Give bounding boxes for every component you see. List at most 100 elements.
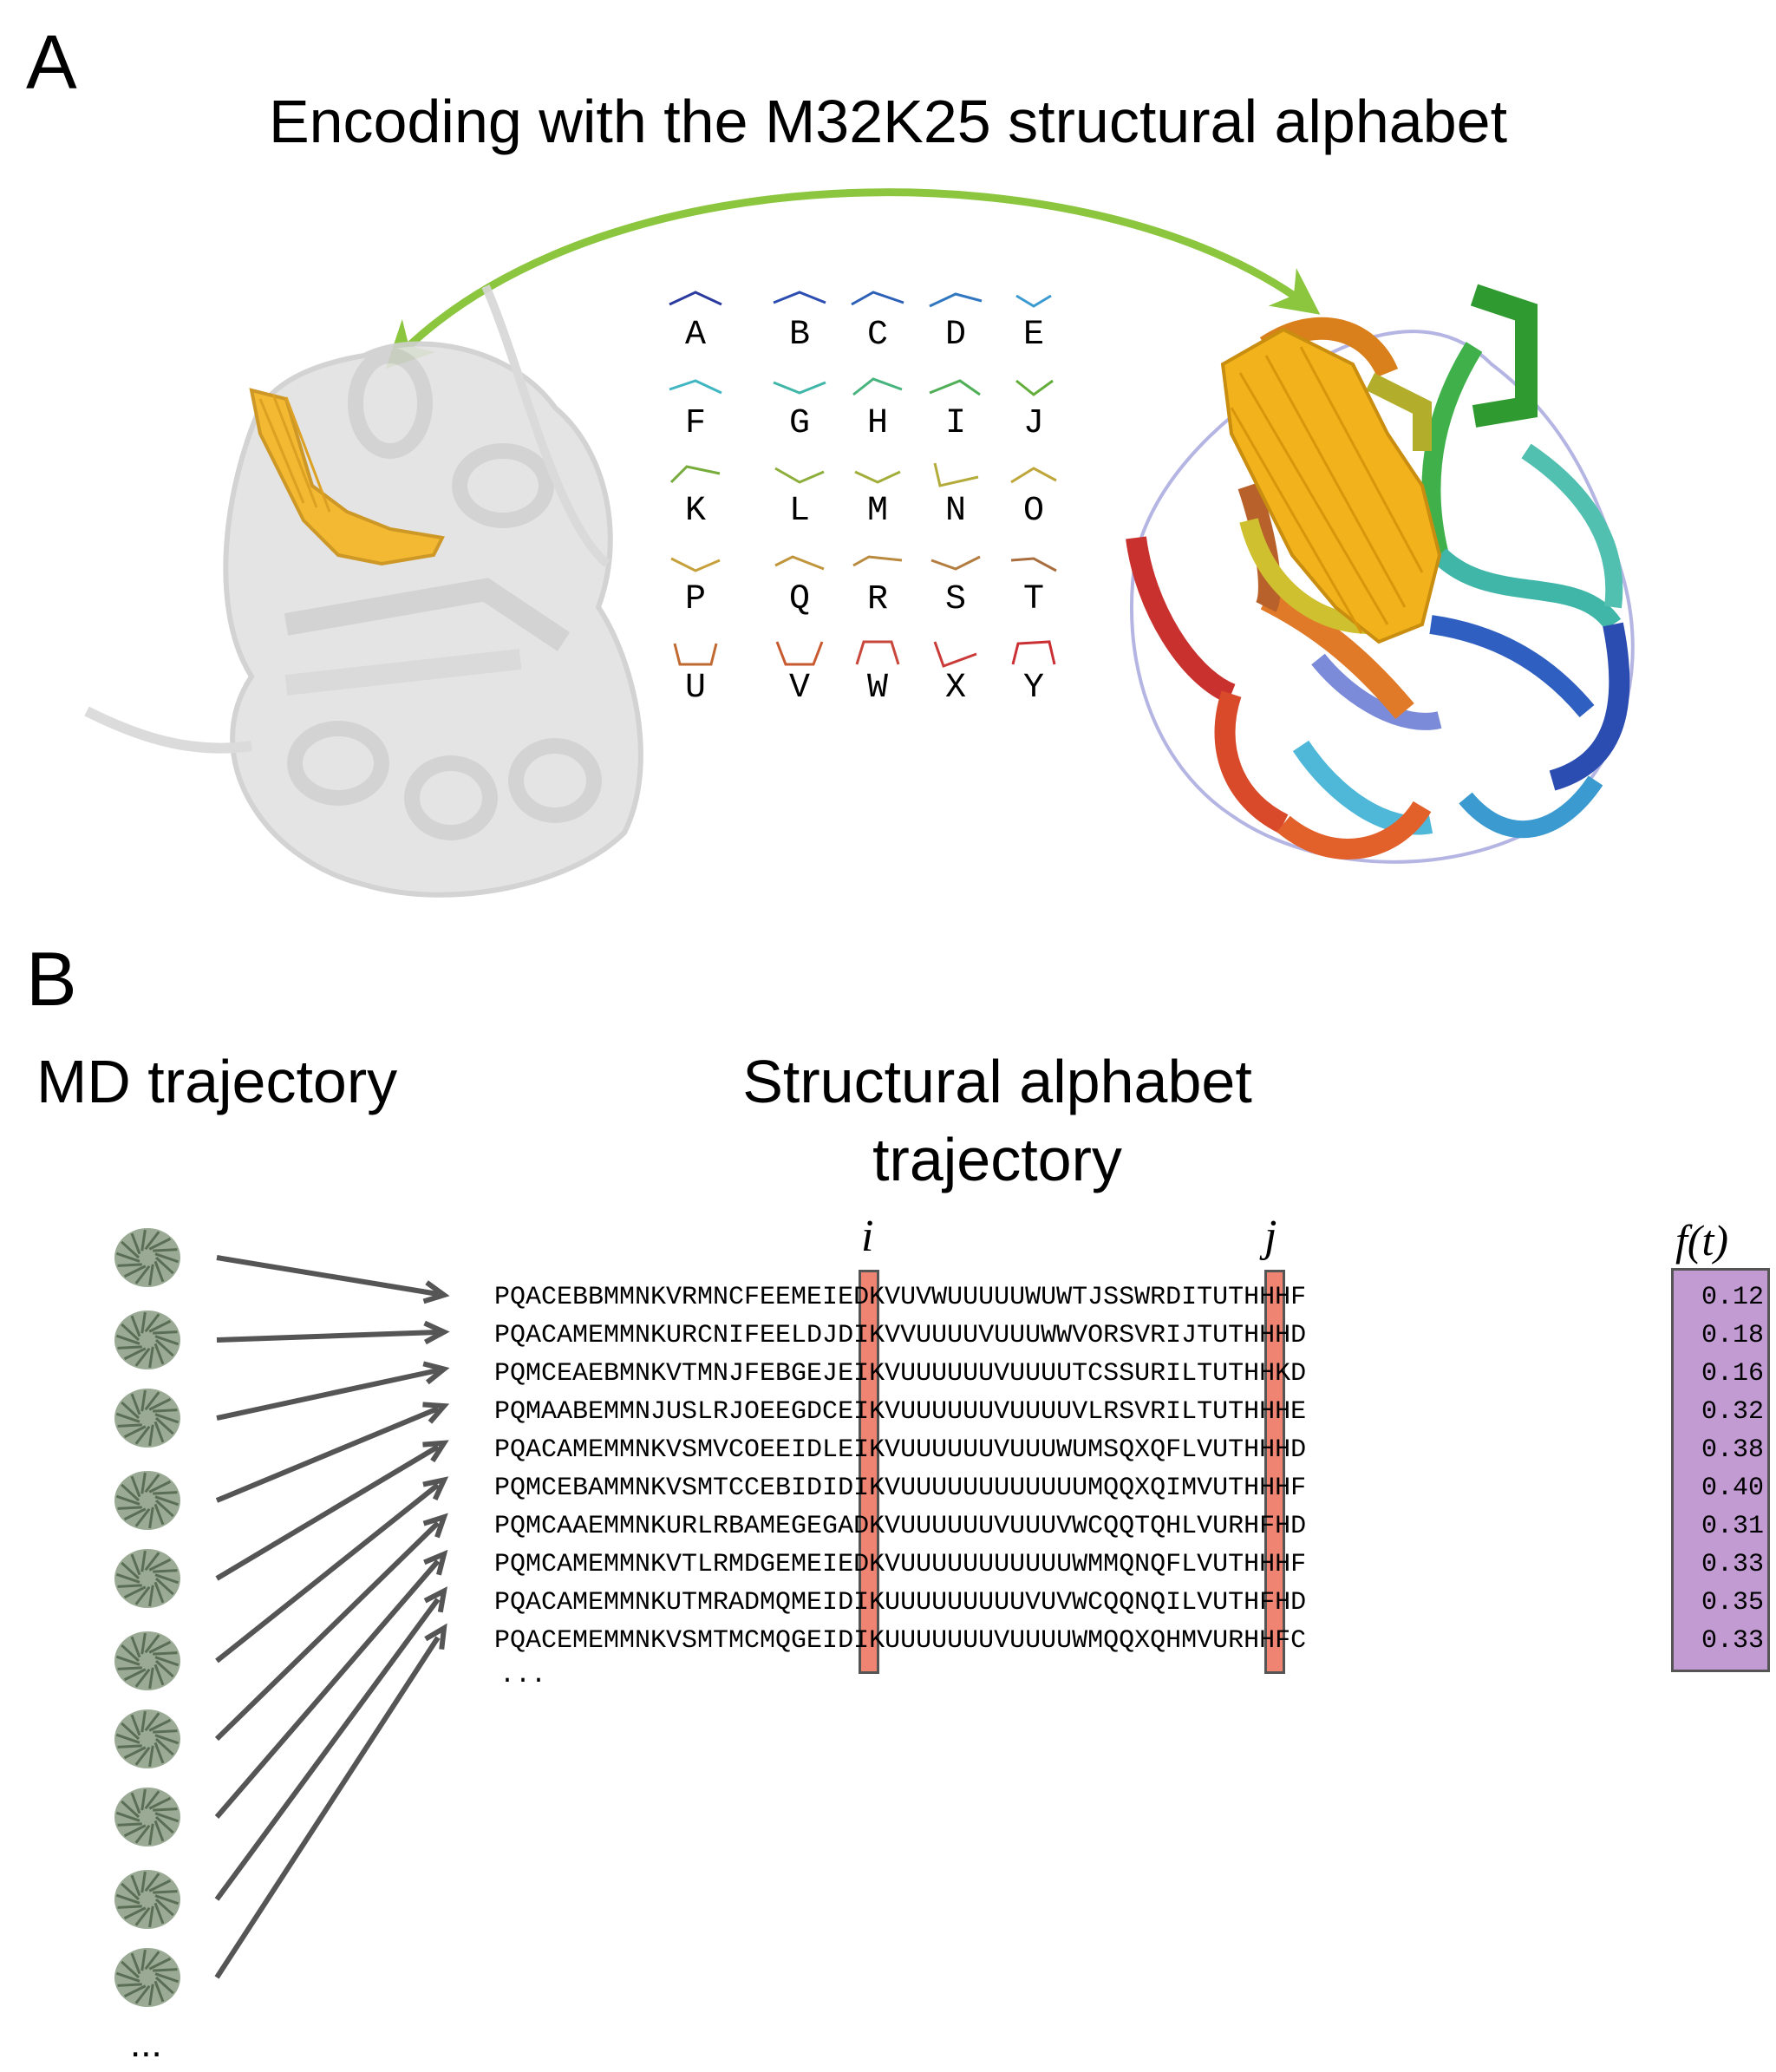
md-arrow xyxy=(216,1255,439,1297)
md-arrow-head xyxy=(424,1623,447,1650)
sequence-row: PQACEMEMMNKVSMTMCMQGEIDIKUUUUUUUVUUUUWMQ… xyxy=(494,1626,1307,1656)
md-structure xyxy=(114,1471,180,1530)
ft-value: 0.40 xyxy=(1701,1474,1764,1503)
ft-header: f(t) xyxy=(1675,1216,1729,1265)
sequence-ellipsis: ... xyxy=(500,1661,547,1690)
md-trajectory-title: MD trajectory xyxy=(36,1048,398,1115)
yellow-segment-right xyxy=(1220,327,1442,644)
alphabet-glyph-v xyxy=(775,641,824,666)
alphabet-letter-d: D xyxy=(944,316,966,355)
md-structure xyxy=(114,1311,180,1369)
ft-value: 0.32 xyxy=(1701,1397,1764,1427)
alphabet-letter-i: I xyxy=(944,404,966,443)
md-arrow xyxy=(216,1330,439,1343)
alphabet-letter-a: A xyxy=(684,316,706,355)
alphabet-letter-q: Q xyxy=(788,580,810,619)
alphabet-glyph-p xyxy=(670,557,721,572)
alphabet-letter-t: T xyxy=(1022,580,1044,619)
md-structure xyxy=(114,1788,180,1846)
column-label-j: j xyxy=(1264,1212,1277,1261)
md-arrow-head xyxy=(423,1586,447,1613)
md-structure xyxy=(114,1870,180,1929)
alphabet-glyph-n xyxy=(933,462,979,487)
md-arrow xyxy=(215,1444,440,1581)
panel-b-label: B xyxy=(26,936,77,1022)
md-arrow-head xyxy=(422,1280,450,1304)
double-arrow xyxy=(385,188,1321,369)
alphabet-glyph-k xyxy=(669,465,721,484)
highlight-column-i xyxy=(859,1270,879,1674)
alphabet-letter-h: H xyxy=(866,404,888,443)
alphabet-glyph-u xyxy=(673,643,718,666)
alphabet-letter-e: E xyxy=(1022,316,1044,355)
sequence-row: PQMCEBAMMNKVSMTCCEBIDIDIKVUUUUUUUUUUUUMQ… xyxy=(494,1474,1307,1503)
protein-cartoon-left xyxy=(84,284,643,898)
sa-trajectory-title-line2: trajectory xyxy=(872,1126,1122,1193)
md-structure xyxy=(114,1389,180,1448)
alphabet-letter-w: W xyxy=(866,669,888,708)
alphabet-glyph-d xyxy=(929,292,983,308)
alphabet-letter-u: U xyxy=(684,669,706,708)
sequence-row: PQACAMEMMNKUTMRADMQMEIDIKUUUUUUUUUVUVWCQ… xyxy=(494,1588,1307,1618)
alphabet-glyph-y xyxy=(1011,640,1056,665)
alphabet-glyph-m xyxy=(854,470,901,484)
sequence-row: PQACEBBMMNKVRMNCFEEMEIEDKVUVWUUUUUWUWTJS… xyxy=(494,1283,1307,1312)
alphabet-glyph-q xyxy=(774,555,825,571)
alphabet-glyph-f xyxy=(669,379,722,395)
md-arrow xyxy=(215,1406,440,1503)
alphabet-letter-v: V xyxy=(788,669,810,708)
alphabet-letter-o: O xyxy=(1022,492,1044,531)
alphabet-letter-g: G xyxy=(788,404,810,443)
alphabet-glyph-x xyxy=(933,641,977,668)
sa-trajectory-title-line1: Structural alphabet xyxy=(742,1048,1252,1115)
md-structure xyxy=(114,1228,180,1287)
md-arrow-head xyxy=(422,1440,449,1463)
md-structure xyxy=(114,1709,180,1768)
alphabet-glyphs xyxy=(669,291,1057,668)
sequence-row: PQMAABEMMNJUSLRJOEEGDCEIKVUUUUUUVUUUUVLR… xyxy=(494,1397,1307,1427)
ft-value-box xyxy=(1671,1268,1770,1672)
md-structure xyxy=(114,1631,180,1690)
alphabet-glyph-i xyxy=(929,379,981,396)
md-arrow xyxy=(214,1636,441,1979)
ft-value: 0.35 xyxy=(1701,1588,1764,1618)
panel-a-label: A xyxy=(26,19,77,105)
ft-value: 0.18 xyxy=(1701,1321,1764,1350)
protein-ensemble-right xyxy=(1126,284,1635,864)
sequence-row: PQACAMEMMNKVSMVCOEEIDLEIKVUUUUUUVUUUWUMS… xyxy=(494,1435,1307,1465)
md-arrow-head xyxy=(422,1402,450,1424)
alphabet-glyph-b xyxy=(773,291,826,304)
alphabet-letter-j: J xyxy=(1022,404,1044,443)
md-structures xyxy=(114,1228,180,2007)
alphabet-letter-f: F xyxy=(684,404,706,443)
ft-value: 0.12 xyxy=(1701,1283,1764,1312)
alphabet-glyph-t xyxy=(1010,557,1057,572)
alphabet-letter-y: Y xyxy=(1022,669,1044,708)
alphabet-glyph-s xyxy=(930,555,981,571)
ft-value: 0.16 xyxy=(1701,1359,1764,1389)
alphabet-letter-m: M xyxy=(866,492,888,531)
ft-value: 0.31 xyxy=(1701,1512,1764,1541)
alphabet-letter-b: B xyxy=(788,316,810,355)
md-arrow xyxy=(216,1368,439,1421)
md-arrow xyxy=(214,1520,441,1742)
alphabet-glyph-j xyxy=(1015,379,1054,396)
alphabet-glyph-l xyxy=(774,467,825,484)
alphabet-letter-c: C xyxy=(866,316,888,355)
yellow-segment-left xyxy=(249,388,445,566)
sequence-row: PQMCEAEBMNKVTMNJFEBGEJEIKVUUUUUUVUUUUTCS… xyxy=(494,1359,1307,1389)
alphabet-glyph-w xyxy=(855,640,900,665)
alphabet-glyph-c xyxy=(851,291,904,306)
alphabet-glyph-g xyxy=(773,381,826,395)
column-label-i: i xyxy=(861,1212,874,1261)
md-arrow-head xyxy=(422,1513,448,1539)
sequence-row: PQMCAMEMMNKVTLRMDGEMEIEDKVUUUUUUUUUUUWMM… xyxy=(494,1550,1307,1579)
md-arrow xyxy=(215,1482,440,1663)
md-ellipsis: ... xyxy=(130,2023,162,2065)
alphabet-glyph-o xyxy=(1010,467,1057,484)
alphabet-glyph-h xyxy=(852,377,903,396)
ft-value: 0.38 xyxy=(1701,1435,1764,1465)
alphabet-letter-r: R xyxy=(866,580,888,619)
md-arrow-head xyxy=(422,1361,450,1385)
